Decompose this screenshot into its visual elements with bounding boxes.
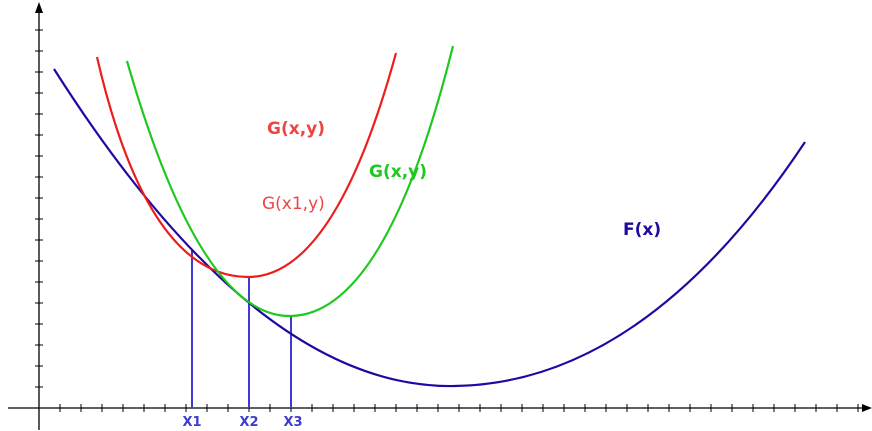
g-green-label: G(x,y) [369,162,427,182]
g-green-curve [125,45,455,318]
x3-label: X3 [283,415,302,430]
x1-label: X1 [182,415,201,430]
y-axis-arrow [35,2,43,13]
g-red-sub-label: G(x1,y) [262,194,325,214]
x-axis-arrow [862,404,872,412]
f-label: F(x) [623,220,661,240]
x2-label: X2 [239,415,258,430]
axes [8,2,872,430]
y-axis-ticks [35,29,43,388]
g-red-curve [95,52,398,279]
g-red-title-label: G(x,y) [267,119,325,139]
f-curve [53,68,806,388]
